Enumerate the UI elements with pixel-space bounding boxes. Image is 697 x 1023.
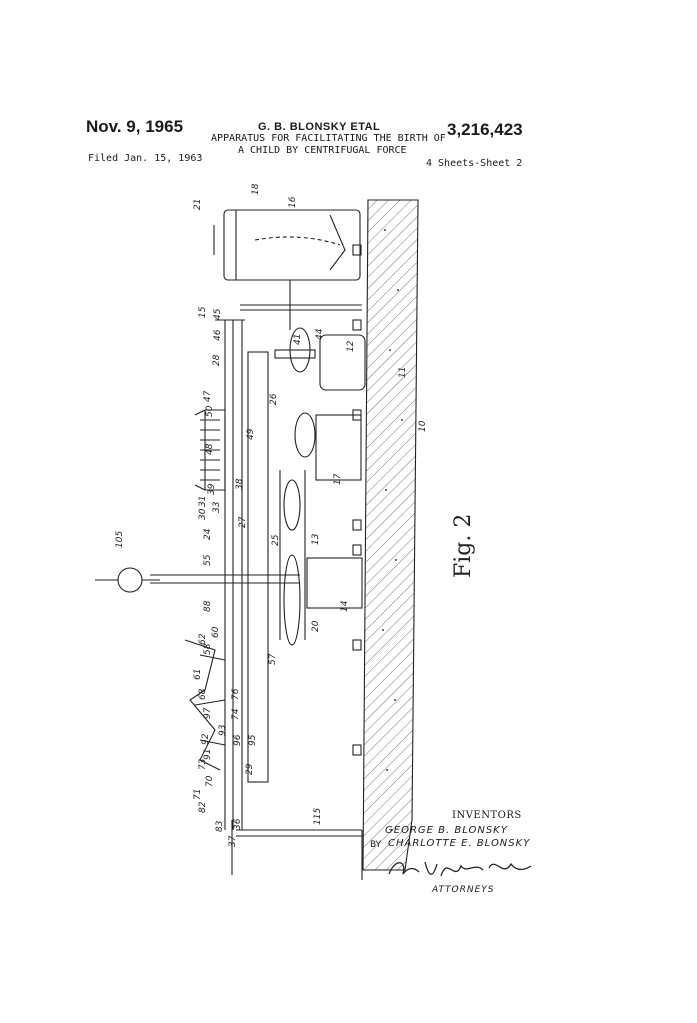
seat-linkage <box>184 639 221 771</box>
top-fixture <box>117 567 143 593</box>
ref-numeral-76: 76 <box>231 688 241 700</box>
figure-label: Fig. 2 <box>451 514 476 578</box>
ref-numeral-49: 49 <box>246 428 256 440</box>
ref-numeral-13: 13 <box>311 533 321 545</box>
ref-numeral-73: 73 <box>198 758 208 770</box>
filed-date: Filed Jan. 15, 1963 <box>88 153 203 164</box>
ref-numeral-38: 38 <box>235 478 245 490</box>
ref-numeral-70: 70 <box>205 775 215 787</box>
ref-numeral-15: 15 <box>198 306 208 318</box>
ref-numeral-61: 61 <box>193 669 203 680</box>
patent-date: Nov. 9, 1965 <box>86 117 184 136</box>
ref-numeral-21: 21 <box>193 199 203 210</box>
ref-numeral-93: 93 <box>218 724 228 736</box>
ref-numeral-88: 88 <box>203 600 213 612</box>
ref-numeral-62: 62 <box>198 633 208 645</box>
ref-numeral-29: 29 <box>245 763 255 775</box>
ref-numeral-26: 26 <box>269 393 279 405</box>
title-line-2: A CHILD BY CENTRIFUGAL FORCE <box>238 145 407 156</box>
figure-label-text: Fig. 2 <box>451 514 476 578</box>
ref-numeral-44: 44 <box>315 328 325 340</box>
ref-numeral-17: 17 <box>333 473 343 485</box>
ref-numeral-12: 12 <box>346 340 356 352</box>
ref-numeral-83: 83 <box>215 820 225 832</box>
ref-numeral-50: 50 <box>205 405 215 417</box>
ref-numeral-16: 16 <box>288 196 298 208</box>
ref-numeral-14: 14 <box>340 600 350 612</box>
ref-numeral-92: 92 <box>201 733 211 745</box>
motor <box>319 334 366 391</box>
floor-aggregate <box>382 229 403 831</box>
ref-numeral-37: 37 <box>228 835 238 847</box>
title-line-1: APPARATUS FOR FACILITATING THE BIRTH OF <box>211 133 446 144</box>
ref-numeral-25: 25 <box>271 534 281 546</box>
ref-numeral-27: 27 <box>238 516 248 528</box>
ref-numeral-31: 31 <box>198 496 208 507</box>
ref-numeral-74: 74 <box>231 708 241 720</box>
drive-housing <box>306 557 363 609</box>
ref-numeral-96: 96 <box>233 734 243 746</box>
by-label: BY <box>370 840 382 850</box>
ref-numeral-41: 41 <box>293 334 303 345</box>
ref-numeral-48: 48 <box>205 443 215 455</box>
ref-numeral-30: 30 <box>198 508 208 520</box>
ref-numeral-33: 33 <box>212 501 222 513</box>
ref-numeral-55: 55 <box>203 554 213 566</box>
ref-numeral-11: 11 <box>398 367 408 378</box>
ref-numeral-68: 68 <box>198 688 208 700</box>
ref-numeral-28: 28 <box>212 354 222 366</box>
inventor-name: G. B. BLONSKY ETAL <box>258 121 381 133</box>
ref-numeral-97: 97 <box>203 707 213 719</box>
ref-numeral-24: 24 <box>203 528 213 540</box>
attorneys-label: ATTORNEYS <box>432 885 495 895</box>
sheet-count: 4 Sheets-Sheet 2 <box>426 158 523 169</box>
ref-numeral-115: 115 <box>313 808 323 825</box>
ref-numeral-47: 47 <box>203 390 213 402</box>
ref-numeral-36: 36 <box>233 818 243 830</box>
patent-number: 3,216,423 <box>447 120 523 139</box>
attorney-signature <box>388 861 532 877</box>
ref-numeral-18: 18 <box>251 183 261 195</box>
ref-numeral-60: 60 <box>211 626 221 638</box>
ref-numeral-45: 45 <box>213 308 223 320</box>
floor-slab <box>362 199 419 871</box>
ref-numeral-105: 105 <box>115 531 125 548</box>
seat-rack-upper <box>194 409 226 491</box>
ref-numeral-82: 82 <box>198 801 208 813</box>
inventor-1-name: GEORGE B. BLONSKY <box>385 825 508 836</box>
ref-numeral-39: 39 <box>207 483 217 495</box>
ref-numeral-46: 46 <box>213 329 223 341</box>
inventor-2-name: CHARLOTTE E. BLONSKY <box>388 838 531 849</box>
ref-numeral-91: 91 <box>203 749 213 760</box>
ref-numeral-71: 71 <box>193 789 203 800</box>
anchor-bolts <box>352 244 362 756</box>
gearbox <box>315 414 362 481</box>
ref-numeral-95: 95 <box>248 734 258 746</box>
ref-numeral-20: 20 <box>311 620 321 632</box>
ref-numeral-58: 58 <box>203 643 213 655</box>
ref-numeral-57: 57 <box>268 653 278 665</box>
inventors-heading: INVENTORS <box>452 810 522 821</box>
ref-numeral-10: 10 <box>418 420 428 432</box>
